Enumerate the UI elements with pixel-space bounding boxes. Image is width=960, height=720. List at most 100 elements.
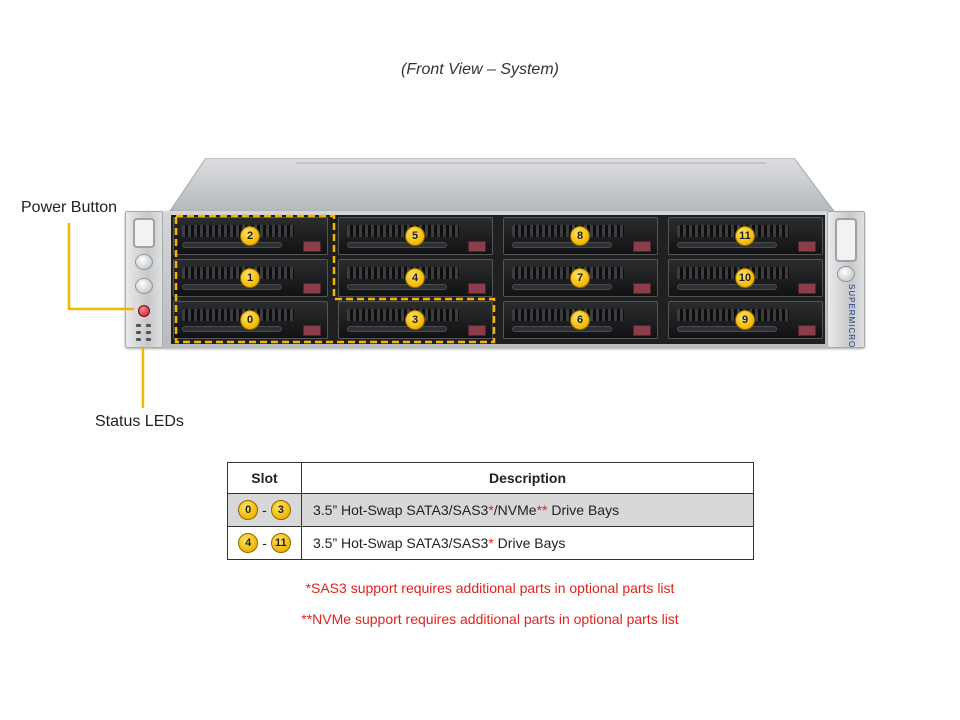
drive-vent bbox=[677, 267, 789, 279]
dashed-outline bbox=[174, 214, 496, 344]
drive-release-latch[interactable] bbox=[303, 283, 321, 294]
slot-badge-end: 11 bbox=[270, 533, 291, 553]
slot-range-separator: - bbox=[262, 535, 267, 551]
status-led bbox=[146, 338, 151, 341]
drive-tray-rail bbox=[677, 242, 777, 248]
drive-release-latch[interactable] bbox=[303, 241, 321, 252]
table-row: 4 - 11 3.5” Hot-Swap SATA3/SAS3* Drive B… bbox=[227, 526, 754, 560]
drive-bay[interactable]: 1 bbox=[173, 259, 328, 297]
drive-release-latch[interactable] bbox=[303, 325, 321, 336]
slot-badge-end: 3 bbox=[270, 500, 291, 520]
drive-bay-number: 5 bbox=[405, 226, 425, 246]
drive-bay-number: 4 bbox=[405, 268, 425, 288]
slot-badge-start: 4 bbox=[238, 533, 259, 553]
drive-release-latch[interactable] bbox=[468, 241, 486, 252]
drive-bay[interactable]: 7 bbox=[503, 259, 658, 297]
drive-release-latch[interactable] bbox=[633, 283, 651, 294]
drive-tray-rail bbox=[512, 326, 612, 332]
drive-tray-rail bbox=[347, 284, 447, 290]
left-knob-lower bbox=[135, 278, 153, 294]
drive-release-latch[interactable] bbox=[798, 325, 816, 336]
status-led bbox=[146, 331, 151, 334]
power-button[interactable] bbox=[138, 305, 150, 317]
drive-bay-number: 1 bbox=[240, 268, 260, 288]
slot-cell: 4 - 11 bbox=[227, 526, 302, 560]
figure-caption: (Front View – System) bbox=[401, 61, 559, 78]
drive-bay[interactable]: 10 bbox=[668, 259, 823, 297]
status-led bbox=[146, 324, 151, 327]
drive-release-latch[interactable] bbox=[798, 241, 816, 252]
chassis-lid bbox=[168, 158, 836, 215]
drive-bay-number: 10 bbox=[735, 268, 755, 288]
drive-bay[interactable]: 9 bbox=[668, 301, 823, 339]
drive-vent bbox=[677, 225, 789, 237]
drive-release-latch[interactable] bbox=[633, 241, 651, 252]
slot-cell: 0 - 3 bbox=[227, 493, 302, 527]
drive-tray-rail bbox=[512, 284, 612, 290]
left-knob bbox=[135, 254, 153, 270]
drive-tray-rail bbox=[677, 284, 777, 290]
drive-vent bbox=[347, 267, 459, 279]
drive-release-latch[interactable] bbox=[633, 325, 651, 336]
status-led bbox=[136, 331, 141, 334]
description-header: Description bbox=[301, 462, 754, 494]
sas3-footnote-mark: * bbox=[488, 535, 494, 551]
drive-vent bbox=[182, 225, 294, 237]
drive-vent bbox=[347, 309, 459, 321]
description-text: 3.5” Hot-Swap SATA3/SAS3 bbox=[313, 535, 489, 551]
description-text: Drive Bays bbox=[547, 502, 620, 518]
drive-vent bbox=[677, 309, 789, 321]
table-header-row: Slot Description bbox=[227, 462, 754, 494]
drive-release-latch[interactable] bbox=[468, 283, 486, 294]
drive-vent bbox=[512, 225, 624, 237]
drive-vent bbox=[182, 267, 294, 279]
drive-release-latch[interactable] bbox=[468, 325, 486, 336]
drive-bay[interactable]: 2 bbox=[173, 217, 328, 255]
drive-tray-rail bbox=[182, 242, 282, 248]
drive-bay[interactable]: 11 bbox=[668, 217, 823, 255]
drive-tray-rail bbox=[182, 326, 282, 332]
drive-vent bbox=[347, 225, 459, 237]
description-text: /NVMe bbox=[493, 502, 537, 518]
bays-0-3-highlight bbox=[174, 214, 496, 344]
description-text: Drive Bays bbox=[493, 535, 566, 551]
drive-bay[interactable]: 6 bbox=[503, 301, 658, 339]
left-rack-ear bbox=[125, 211, 163, 348]
slot-badge-start: 0 bbox=[238, 500, 259, 520]
drive-bay[interactable]: 8 bbox=[503, 217, 658, 255]
power-button-leader bbox=[67, 223, 134, 311]
nvme-footnote: **NVMe support requires additional parts… bbox=[301, 611, 679, 627]
right-handle[interactable] bbox=[835, 218, 857, 262]
drive-vent bbox=[512, 267, 624, 279]
sas3-footnote-mark: * bbox=[488, 502, 494, 518]
drive-bay[interactable]: 4 bbox=[338, 259, 493, 297]
drive-bay-number: 3 bbox=[405, 310, 425, 330]
slot-header: Slot bbox=[227, 462, 302, 494]
drive-bay-number: 9 bbox=[735, 310, 755, 330]
drive-tray-rail bbox=[677, 326, 777, 332]
drive-bay[interactable]: 3 bbox=[338, 301, 493, 339]
status-led bbox=[136, 338, 141, 341]
drive-tray-rail bbox=[512, 242, 612, 248]
drive-tray-rail bbox=[347, 326, 447, 332]
description-cell: 3.5” Hot-Swap SATA3/SAS3*/NVMe** Drive B… bbox=[301, 493, 754, 527]
status-leds-label: Status LEDs bbox=[95, 413, 184, 430]
drive-bay[interactable]: 5 bbox=[338, 217, 493, 255]
drive-vent bbox=[182, 309, 294, 321]
brand-logo: SUPERMICRO bbox=[847, 284, 856, 349]
drive-release-latch[interactable] bbox=[798, 283, 816, 294]
drive-bay[interactable]: 0 bbox=[173, 301, 328, 339]
drive-bay-number: 7 bbox=[570, 268, 590, 288]
drive-bay-number: 0 bbox=[240, 310, 260, 330]
status-led bbox=[136, 324, 141, 327]
drive-bay-number: 2 bbox=[240, 226, 260, 246]
table-row: 0 - 3 3.5” Hot-Swap SATA3/SAS3*/NVMe** D… bbox=[227, 493, 754, 527]
drive-bay-number: 6 bbox=[570, 310, 590, 330]
description-text: 3.5” Hot-Swap SATA3/SAS3 bbox=[313, 502, 489, 518]
drive-bay-number: 8 bbox=[570, 226, 590, 246]
left-handle[interactable] bbox=[133, 218, 155, 248]
power-button-label: Power Button bbox=[21, 199, 118, 216]
